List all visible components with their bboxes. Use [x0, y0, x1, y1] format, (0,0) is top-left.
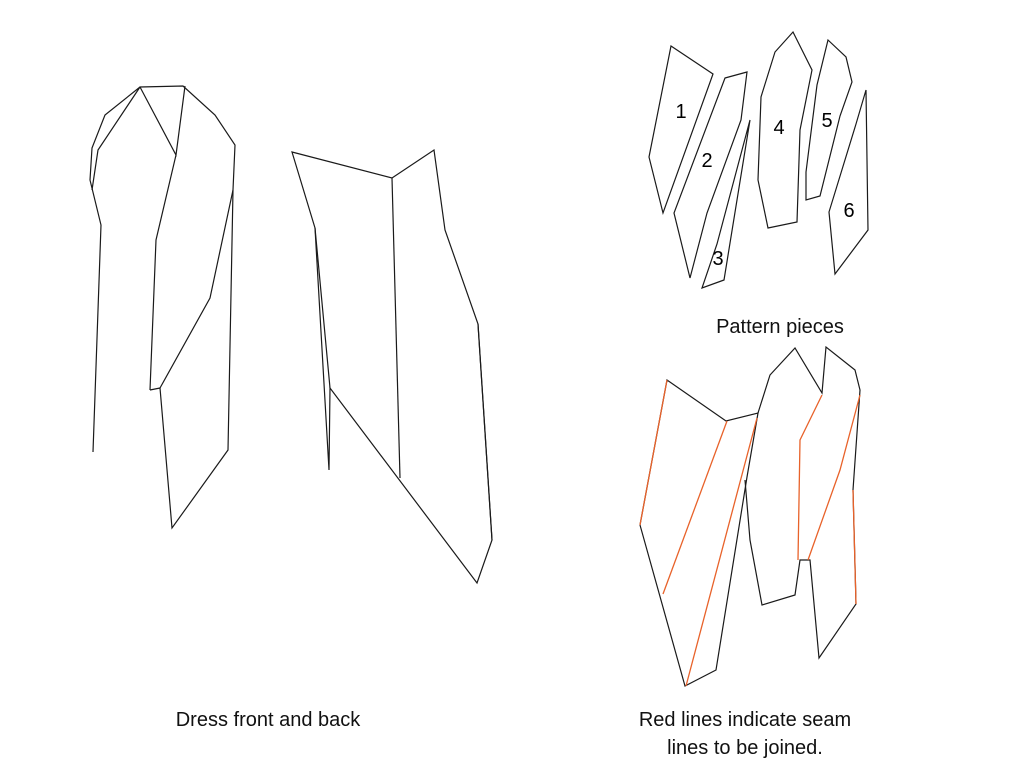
pattern-piece-label-1: 1: [675, 101, 686, 123]
dress-front-panel-seam: [149, 154, 177, 391]
pattern-piece-label-6: 6: [843, 200, 854, 222]
pattern-pieces-drawing: [648, 30, 869, 289]
pattern-piece-label-2: 2: [701, 150, 712, 172]
caption-dress-front-back: Dress front and back: [176, 709, 362, 731]
pattern-piece-6: [828, 89, 869, 276]
pattern-piece-label-3: 3: [712, 248, 723, 270]
dress-back-center-seam: [391, 177, 401, 479]
seam-line-far-right: [852, 489, 857, 605]
pattern-piece-3: [701, 119, 751, 289]
seam-line-left-2: [685, 417, 758, 687]
dress-back-right-seam: [477, 323, 493, 541]
pattern-piece-2: [673, 71, 748, 279]
pattern-piece-4: [757, 30, 813, 229]
seam-line-left-edge: [639, 379, 668, 526]
dress-front-outer-outline: [89, 85, 236, 530]
dress-back-drawing: [291, 148, 493, 585]
caption-seam-line-2: lines to be joined.: [667, 737, 823, 759]
seam-line-middle: [797, 394, 823, 561]
dress-back-left-seam: [314, 227, 331, 389]
assembled-seams-drawing: [639, 345, 861, 687]
dress-front-right-edge: [159, 189, 234, 389]
dress-front-drawing: [89, 85, 236, 530]
assembled-left-panel: [639, 378, 759, 687]
seam-line-left-1: [662, 420, 728, 595]
pattern-piece-label-5: 5: [821, 110, 832, 132]
dress-front-inner-curve: [91, 86, 141, 191]
dress-front-lapel: [139, 85, 186, 157]
caption-pattern-pieces: Pattern pieces: [716, 316, 844, 338]
pattern-piece-1: [648, 45, 714, 216]
pattern-piece-label-4: 4: [773, 117, 784, 139]
seam-line-right: [807, 394, 861, 561]
pattern-piece-5: [805, 38, 853, 201]
dress-back-outline: [291, 148, 493, 585]
assembled-middle-panel: [744, 345, 861, 660]
caption-seam-line-1: Red lines indicate seam: [639, 709, 851, 731]
